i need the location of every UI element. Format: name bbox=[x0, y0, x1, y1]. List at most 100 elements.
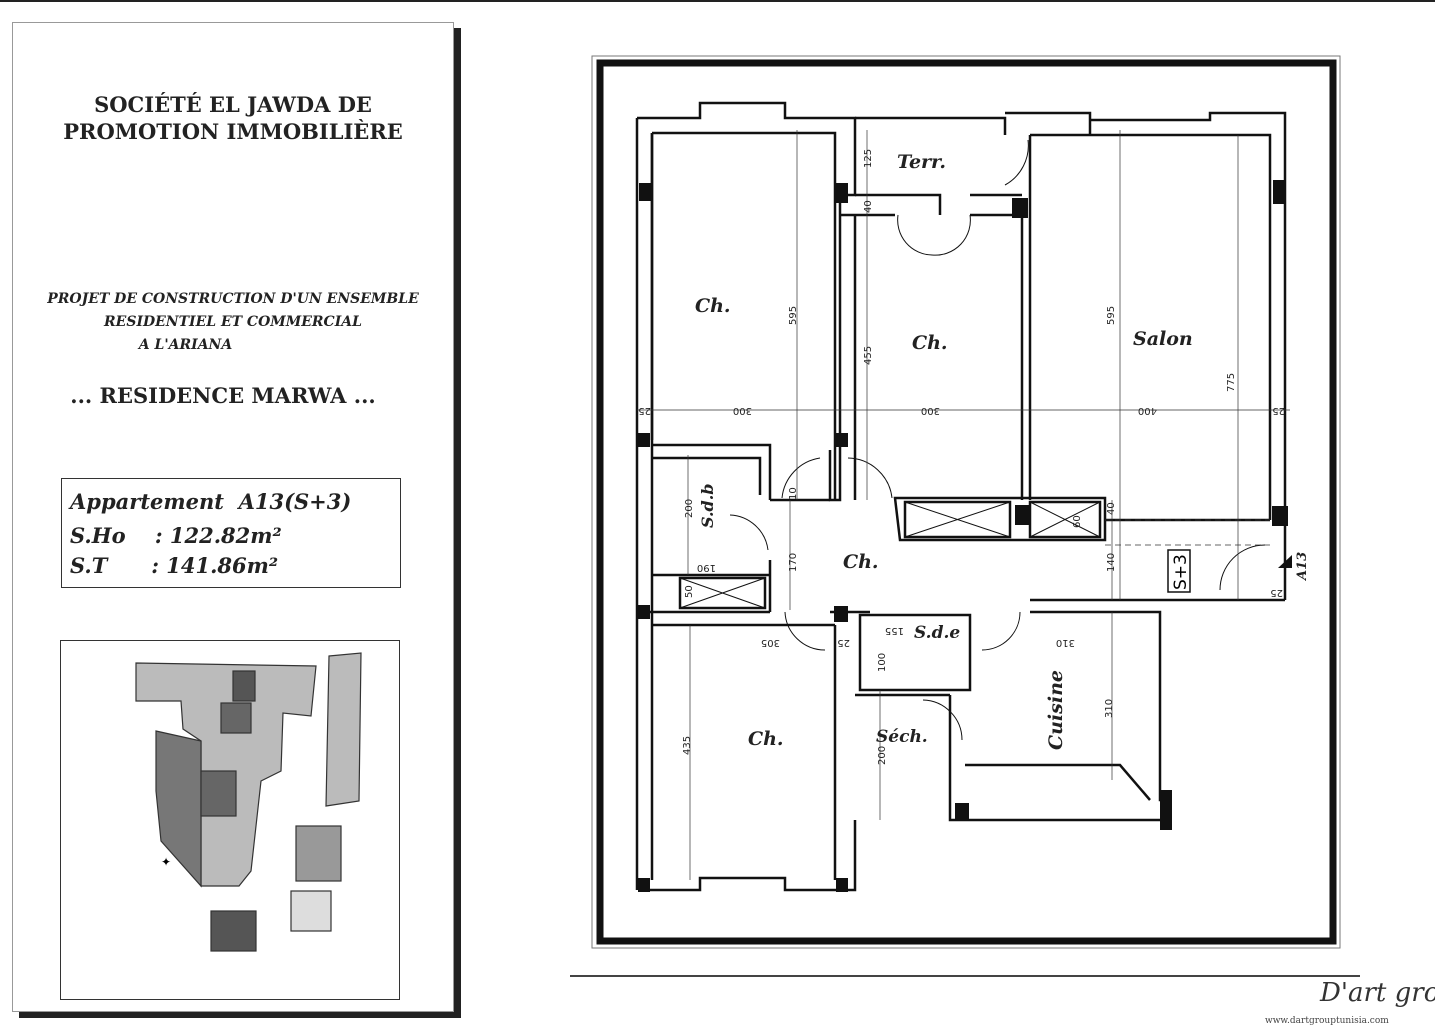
dimension-label: 25 bbox=[1270, 587, 1283, 598]
column bbox=[836, 878, 848, 892]
cover-panel: SOCIÉTÉ EL JAWDA DE PROMOTION IMMOBILIÈR… bbox=[12, 22, 454, 1012]
hidden-line bbox=[1105, 519, 1270, 546]
garden-block bbox=[295, 825, 342, 882]
column bbox=[639, 183, 651, 201]
dimension-label: 595 bbox=[788, 306, 799, 325]
column bbox=[638, 605, 650, 619]
dimension-label: 100 bbox=[877, 653, 888, 672]
type-label-box bbox=[1167, 549, 1191, 593]
exterior-wall-left bbox=[635, 118, 654, 890]
dart-group-logo: D'art group bbox=[1320, 978, 1435, 1008]
parking-block bbox=[290, 890, 332, 932]
dimension-line bbox=[687, 130, 1239, 880]
frame-border bbox=[596, 59, 1337, 945]
dimension-label: 200 bbox=[684, 499, 695, 518]
door-swing bbox=[847, 457, 893, 499]
project-line: PROJET DE CONSTRUCTION D'UN ENSEMBLE bbox=[47, 291, 419, 307]
company-line: SOCIÉTÉ EL JAWDA DE bbox=[94, 92, 372, 117]
dimension-label: 170 bbox=[788, 553, 799, 572]
column bbox=[836, 183, 848, 203]
dimension-label: 60 bbox=[1072, 515, 1083, 528]
dimension-label: 40 bbox=[1106, 502, 1117, 515]
door-swing bbox=[781, 457, 821, 499]
duct-cross bbox=[1029, 501, 1101, 538]
room-label-salon: Salon bbox=[1133, 328, 1193, 350]
wall bbox=[1005, 111, 1287, 600]
dimension-label: 455 bbox=[863, 346, 874, 365]
small-building bbox=[210, 910, 257, 952]
wall bbox=[637, 610, 870, 892]
room-label-bedroom: Ch. bbox=[912, 332, 948, 354]
duct-cross bbox=[904, 501, 1011, 538]
door-swing bbox=[784, 611, 826, 651]
dimension-label: 40 bbox=[863, 200, 874, 213]
door-swing bbox=[981, 611, 1021, 651]
column bbox=[1273, 180, 1285, 204]
column bbox=[955, 803, 969, 819]
door-swing bbox=[1004, 139, 1029, 186]
room-label-bedroom: Ch. bbox=[843, 551, 879, 573]
wall bbox=[637, 101, 857, 502]
duct bbox=[678, 576, 767, 610]
wall bbox=[770, 496, 1285, 602]
dimension-label: 125 bbox=[863, 149, 874, 168]
column bbox=[1272, 506, 1288, 526]
column bbox=[834, 433, 848, 447]
column bbox=[1015, 505, 1029, 525]
dimension-label: 400 bbox=[1138, 405, 1157, 416]
door-swing bbox=[729, 514, 769, 551]
column bbox=[638, 433, 650, 447]
outer-frame bbox=[591, 55, 1341, 949]
dimension-label: 310 bbox=[1056, 637, 1075, 648]
room-label-terrace: Terr. bbox=[897, 151, 946, 173]
dimension-label: 595 bbox=[1106, 306, 1117, 325]
building-block bbox=[325, 652, 362, 807]
north-arrow-icon: ✦ bbox=[161, 855, 171, 869]
top-border bbox=[0, 0, 1435, 2]
duct-cross bbox=[679, 577, 766, 609]
wall bbox=[855, 610, 1170, 822]
footer-rule bbox=[570, 975, 1360, 977]
hatched-area bbox=[232, 670, 256, 702]
columns bbox=[638, 180, 1288, 892]
dimension-label: 300 bbox=[921, 405, 940, 416]
duct bbox=[1028, 500, 1102, 539]
room-label-bedroom: Ch. bbox=[748, 728, 784, 750]
dimension-label: 10 bbox=[788, 487, 799, 500]
dimension-label: 190 bbox=[697, 562, 716, 573]
floor-plan: Ch. Ch. Salon Terr. Ch. Ch. S.d.e Séch. … bbox=[591, 55, 1341, 949]
room-label-shower-room: S.d.e bbox=[914, 623, 960, 643]
site-plan-drawing: ✦ bbox=[135, 652, 362, 952]
dimension-label: 25 bbox=[837, 637, 850, 648]
site-plan-thumbnail: ✦ bbox=[60, 640, 400, 1000]
dimension-label: 305 bbox=[761, 637, 780, 648]
dimension-label: 435 bbox=[682, 736, 693, 755]
dimension-label: 25 bbox=[638, 405, 651, 416]
door-swing bbox=[897, 214, 971, 256]
type-label: S+3 bbox=[1171, 554, 1191, 590]
wall bbox=[965, 763, 1151, 801]
column bbox=[1012, 198, 1028, 218]
residence-name: ... RESIDENCE MARWA ... bbox=[70, 383, 376, 408]
wall bbox=[855, 116, 1022, 215]
door-swing bbox=[922, 699, 963, 741]
building-block bbox=[155, 730, 202, 888]
column bbox=[638, 878, 650, 892]
room-label-drying-room: Séch. bbox=[876, 727, 928, 747]
column bbox=[1160, 790, 1172, 830]
dimension-label: 25 bbox=[1272, 405, 1285, 416]
website-url: www.dartgrouptunisia.com bbox=[1265, 1016, 1389, 1026]
unit-label: A13 bbox=[1295, 552, 1310, 582]
apartment-title: Appartement A13(S+3) bbox=[70, 489, 352, 514]
courtyard bbox=[200, 770, 237, 817]
project-line: A L'ARIANA bbox=[138, 337, 233, 353]
column bbox=[834, 606, 848, 622]
dimension-label: 155 bbox=[885, 625, 904, 636]
dimension-label: 775 bbox=[1226, 373, 1237, 392]
room-label-bathroom: S.d.b bbox=[698, 484, 717, 529]
total-surface: S.T : 141.86m² bbox=[70, 553, 279, 578]
apartment-box: Appartement A13(S+3) S.Ho : 122.82m² S.T… bbox=[61, 478, 401, 588]
wall bbox=[652, 443, 772, 612]
dimension-label: 140 bbox=[1106, 553, 1117, 572]
courtyard bbox=[220, 702, 252, 734]
